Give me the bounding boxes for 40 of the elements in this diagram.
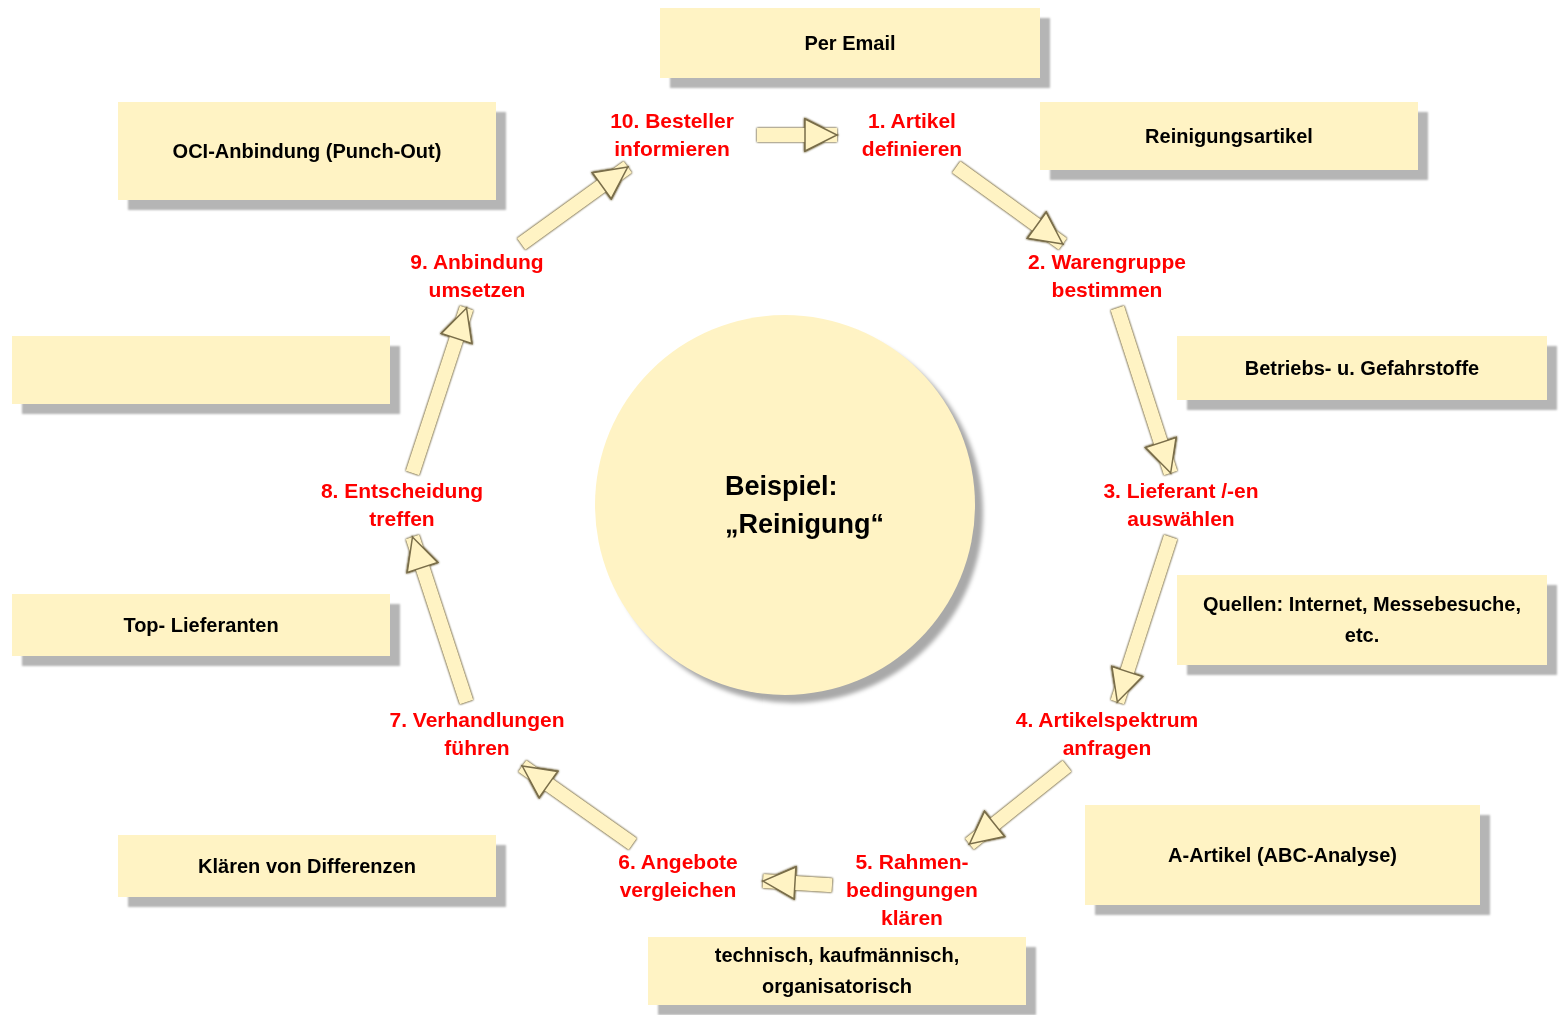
note-text: Klären von Differenzen (198, 853, 416, 879)
sticky-note (12, 336, 390, 404)
step-label: 7. Verhandlungen führen (388, 707, 566, 761)
sticky-note (12, 594, 390, 656)
block-arrow (1110, 534, 1178, 705)
block-arrow (762, 866, 833, 900)
note-text: OCI-Anbindung (Punch-Out) (172, 138, 442, 164)
step-label: 9. Anbindung umsetzen (409, 249, 545, 303)
block-arrow (757, 118, 838, 152)
block-arrow (518, 760, 637, 850)
step-label: 8. Entscheidung treffen (319, 478, 485, 532)
block-arrow (952, 161, 1067, 250)
step-label: 5. Rahmen- bedingungen klären (845, 849, 979, 931)
note-text: Top- Lieferanten (123, 612, 279, 638)
step-label: 3. Lieferant /-en auswählen (1102, 478, 1260, 532)
sticky-note (1177, 575, 1547, 665)
step-label: 2. Warengruppe bestimmen (1027, 249, 1187, 303)
sticky-note (1040, 102, 1418, 170)
sticky-note (118, 835, 496, 897)
step-label: 4. Artikelspektrum anfragen (1014, 707, 1200, 761)
center-title: Beispiel: „Reinigung“ (725, 470, 885, 541)
note-text: Quellen: Internet, Messebesuche, etc. (1202, 592, 1522, 648)
note-text: Betriebs- u. Gefahrstoffe (1244, 355, 1480, 381)
sticky-note (118, 102, 496, 200)
note-text: Reinigungsartikel (1145, 123, 1313, 149)
sticky-note (1177, 336, 1547, 400)
note-text: technisch, kaufmännisch, organisatorisch (713, 943, 961, 999)
step-label: 1. Artikel definieren (860, 108, 964, 162)
block-arrow (965, 760, 1072, 850)
note-text: A-Artikel (ABC-Analyse) (1168, 842, 1397, 868)
block-arrow (405, 305, 474, 476)
block-arrow (1110, 305, 1178, 476)
step-label: 10. Besteller informieren (609, 108, 735, 162)
step-label: 6. Angebote vergleichen (617, 849, 739, 903)
block-arrow (405, 534, 474, 705)
sticky-note (648, 937, 1026, 1005)
sticky-note (1085, 805, 1480, 905)
sticky-note (660, 8, 1040, 78)
note-text: Per Email (804, 30, 896, 56)
block-arrow (517, 161, 632, 250)
